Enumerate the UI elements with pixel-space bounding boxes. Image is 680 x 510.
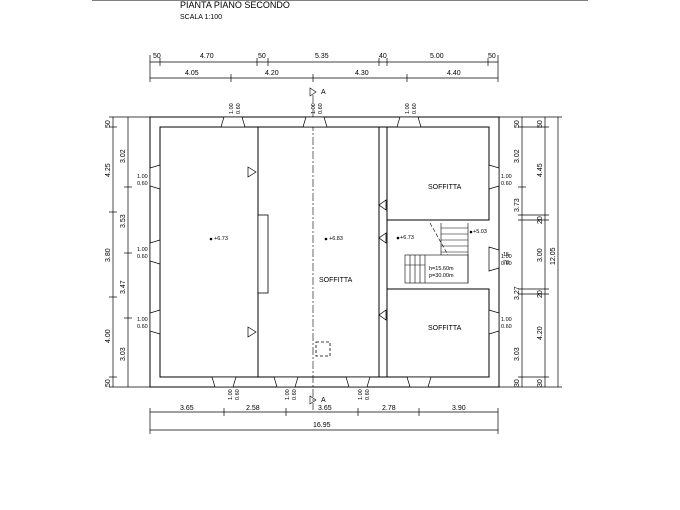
landing-level: +6.73 — [400, 235, 414, 241]
left-dim-2: 4.25 — [105, 163, 112, 177]
chimney-flue — [257, 214, 269, 294]
win-right-1-w: 1.00 — [501, 174, 512, 180]
right-dim-outer-3: 20 — [537, 290, 544, 298]
right-dim-outer-1: 50 — [537, 120, 544, 128]
level-point-stair — [469, 230, 473, 234]
bottom-dim-1: 3.65 — [180, 405, 194, 412]
left-dim-inner-3: 3.47 — [120, 280, 127, 294]
level-point-landing — [396, 236, 400, 240]
windows-bottom — [211, 376, 432, 388]
win-bot-1-w: 1.00 — [228, 389, 234, 400]
right-dim-outer-6: 4.20 — [537, 326, 544, 340]
level-point-room1 — [209, 237, 213, 241]
right-dimensions — [499, 116, 562, 388]
win-left-3-w: 1.00 — [137, 317, 148, 323]
plan-title: PIANTA PIANO SECONDO — [180, 0, 290, 10]
bottom-dim-5: 3.90 — [452, 405, 466, 412]
top-dim-6: 5.00 — [430, 53, 444, 60]
top-dim-2: 4.70 — [200, 53, 214, 60]
bottom-dimensions — [149, 408, 499, 434]
win-bot-3-h: 0.60 — [365, 389, 371, 400]
bottom-dim-3: 3.65 — [318, 405, 332, 412]
win-right-3-h: 0.60 — [501, 324, 512, 330]
room-1-level: +6.73 — [214, 236, 228, 242]
stair-note-depth: p=30.00m — [429, 273, 454, 279]
win-top-2-h: 0.60 — [318, 103, 324, 114]
right-dim-inner-7: 30 — [514, 379, 521, 387]
right-dim-inner-5: 3.27 — [514, 286, 521, 300]
windows-right — [488, 164, 500, 335]
right-dim-total: 12.05 — [550, 247, 557, 265]
win-left-1-h: 0.60 — [137, 181, 148, 187]
left-dim-1: 50 — [105, 120, 112, 128]
win-left-2-w: 1.00 — [137, 247, 148, 253]
stair-level: +5.03 — [473, 229, 487, 235]
staircase — [404, 222, 469, 284]
left-dim-3: 3.80 — [105, 248, 112, 262]
left-dim-4: 4.00 — [105, 329, 112, 343]
room-3-label: SOFFITTA — [428, 184, 462, 191]
win-left-1-w: 1.00 — [137, 174, 148, 180]
stair-vert-2: 70 — [503, 260, 509, 266]
section-arrow-bottom — [309, 395, 317, 405]
win-top-2-w: 1.00 — [311, 103, 317, 114]
right-dim-inner-1: 50 — [514, 120, 521, 128]
right-dim-outer-2: 4.45 — [537, 163, 544, 177]
right-dim-inner-6: 3.03 — [514, 347, 521, 361]
left-dim-inner-1: 3.02 — [120, 149, 127, 163]
top-dim-inner-4: 4.40 — [447, 70, 461, 77]
win-right-2-h: 0.60 — [501, 261, 512, 267]
top-dim-5: 40 — [379, 53, 387, 60]
plan-scale: SCALA 1:100 — [180, 14, 222, 21]
win-right-3-w: 1.00 — [501, 317, 512, 323]
top-dim-1: 50 — [153, 53, 161, 60]
windows-top — [220, 116, 422, 128]
stair-note-height: h=15.60m — [429, 266, 454, 272]
top-dim-4: 5.35 — [315, 53, 329, 60]
left-dim-inner-4: 3.03 — [120, 347, 127, 361]
right-dim-inner-4: 20 — [537, 216, 544, 224]
win-bot-2-h: 0.60 — [292, 389, 298, 400]
top-dimensions — [149, 55, 499, 82]
right-dim-inner-3: 3.73 — [514, 198, 521, 212]
stair-vert-1: 15 — [503, 252, 509, 258]
section-marker-top: A — [321, 89, 326, 96]
top-dim-inner-1: 4.05 — [185, 70, 199, 77]
win-right-1-h: 0.60 — [501, 181, 512, 187]
section-arrow-top — [309, 87, 317, 97]
windows-left — [149, 164, 161, 335]
win-top-1-w: 1.00 — [229, 103, 235, 114]
roof-hatch — [315, 341, 331, 357]
top-dim-7: 50 — [488, 53, 496, 60]
win-right-2-w: 1.00 — [501, 254, 512, 260]
section-marker-bottom: A — [321, 397, 326, 404]
top-dim-inner-3: 4.30 — [355, 70, 369, 77]
bottom-dim-total: 16.95 — [313, 422, 331, 429]
room-2-label: SOFFITTA — [319, 277, 353, 284]
right-dim-inner-2: 3.02 — [514, 149, 521, 163]
room-4-label: SOFFITTA — [428, 325, 462, 332]
win-left-3-h: 0.60 — [137, 324, 148, 330]
win-top-3-h: 0.60 — [412, 103, 418, 114]
right-dim-outer-7: 30 — [537, 379, 544, 387]
win-bot-2-w: 1.00 — [285, 389, 291, 400]
bottom-dim-2: 2.58 — [246, 405, 260, 412]
room-2-level: +6.83 — [329, 236, 343, 242]
door-arrows — [247, 166, 387, 338]
win-top-3-w: 1.00 — [405, 103, 411, 114]
left-dim-inner-2: 3.53 — [120, 214, 127, 228]
win-left-2-h: 0.60 — [137, 254, 148, 260]
top-dim-inner-2: 4.20 — [265, 70, 279, 77]
left-dim-5: 50 — [105, 379, 112, 387]
win-top-1-h: 0.60 — [236, 103, 242, 114]
left-dimensions — [109, 116, 150, 388]
bottom-dim-4: 2.78 — [382, 405, 396, 412]
right-dim-outer-4: 3.00 — [537, 248, 544, 262]
level-point-room2 — [324, 237, 328, 241]
top-dim-3: 50 — [258, 53, 266, 60]
win-bot-1-h: 0.60 — [235, 389, 241, 400]
win-bot-3-w: 1.00 — [358, 389, 364, 400]
